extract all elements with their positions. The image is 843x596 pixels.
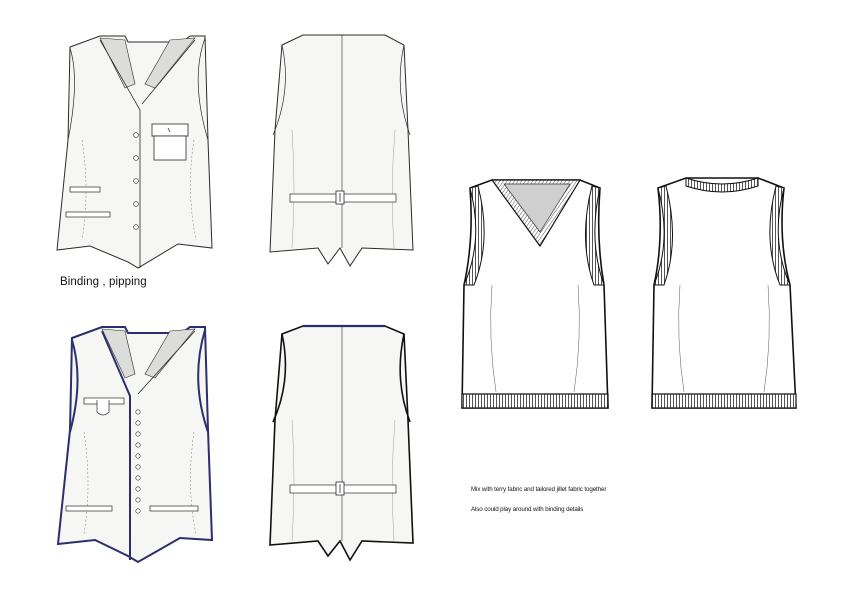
design-note-2: Also could play around with binding deta…	[471, 506, 584, 513]
buckle-icon	[335, 481, 345, 496]
circle-button-icon	[135, 409, 141, 514]
vest-back-bottom-binding	[269, 324, 414, 562]
vest-front-top	[56, 35, 213, 269]
design-note-1: Mix with terry fabric and tailored jille…	[471, 486, 607, 493]
buckle-icon	[335, 190, 345, 205]
knit-vest-back	[651, 177, 797, 409]
vest-front-bottom-binding	[56, 326, 214, 564]
binding-caption: Binding , pipping	[60, 276, 147, 288]
vest-back-top	[269, 34, 414, 267]
circle-button-icon	[133, 132, 139, 230]
knit-vest-front	[461, 179, 609, 409]
